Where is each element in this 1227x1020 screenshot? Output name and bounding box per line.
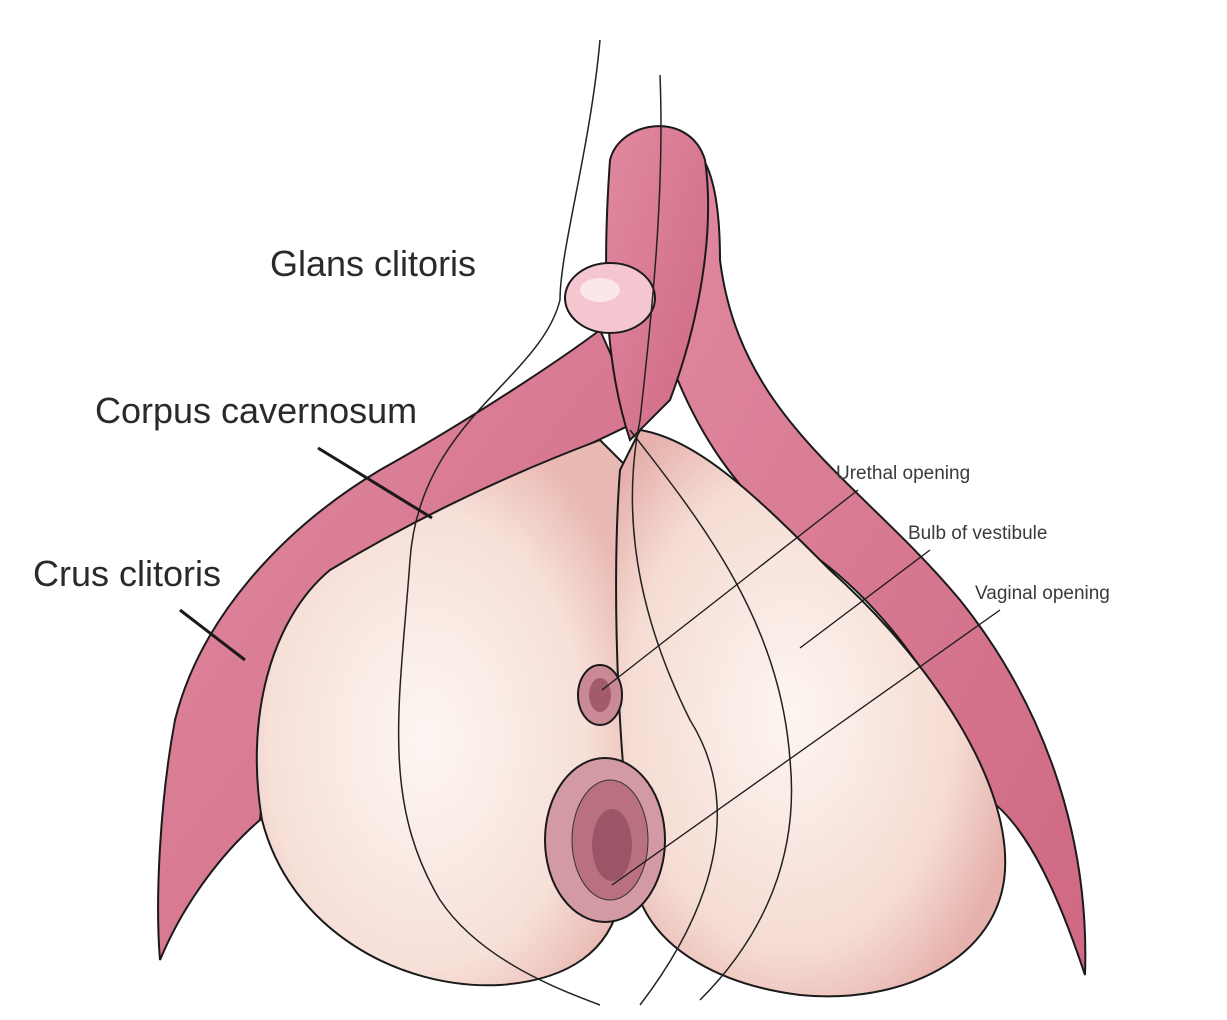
label-glans-clitoris: Glans clitoris [270,243,477,284]
label-corpus-cavernosum: Corpus cavernosum [95,390,418,431]
leader-urethral [601,489,859,691]
leader-crus [179,608,246,662]
label-crus-clitoris: Crus clitoris [33,553,222,594]
label-urethral-opening: Urethal opening [836,463,971,484]
leader-vaginal [611,609,1001,886]
label-bulb-of-vestibule: Bulb of vestibule [908,523,1048,544]
label-vaginal-opening: Vaginal opening [975,583,1110,604]
leader-corpus [317,446,433,520]
leader-bulb [799,549,931,649]
